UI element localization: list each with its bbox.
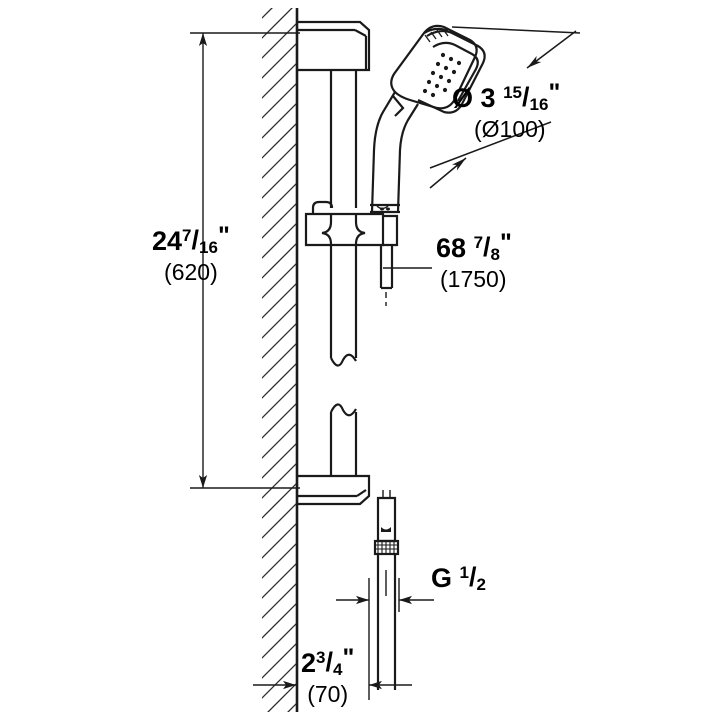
head-diameter-metric: (Ø100) [474,116,546,142]
hose-connector [373,490,400,690]
thread-size-label: G 1/2 [431,562,486,594]
wall-projection-numerator: 3 [316,648,326,667]
rail-height-numerator: 7 [182,226,192,245]
wall-projection-metric: (70) [307,681,349,707]
shower-rail [329,70,358,476]
head-diameter-prefix: Ø [452,83,474,113]
hose-length-inch-mark: " [500,229,512,257]
head-diameter-whole: 3 [480,83,496,113]
rail-height-slash: / [191,225,200,255]
shower-hose-upper [379,245,394,306]
head-diameter-denominator: 16 [529,95,549,114]
upper-wall-bracket [297,20,371,72]
head-diameter-numerator: 15 [503,83,522,102]
head-diameter-slash: / [522,82,530,112]
hose-length-metric: (1750) [440,266,507,292]
head-diameter-label: Ø 3 15/16" (Ø100) [452,79,560,143]
thread-size-denominator: 2 [476,575,486,594]
wall-projection-inch-mark: " [342,644,355,672]
wall-projection-denominator: 4 [333,660,343,679]
rail-height-dimension-lines [190,32,300,489]
hose-length-whole: 68 [436,233,467,263]
hose-length-denominator: 8 [490,245,501,264]
thread-size-slash: / [469,562,477,592]
head-diameter-leader-lines [429,26,581,189]
rail-height-whole: 24 [152,226,183,256]
rail-height-inch-mark: " [217,222,230,250]
thread-size-numerator: 1 [459,563,469,582]
hose-length-numerator: 7 [473,233,484,252]
rail-height-denominator: 16 [199,238,218,257]
hose-length-label: 68 7/8" (1750) [436,229,512,293]
wall-projection-slash: / [325,647,334,677]
hose-length-slash: / [483,232,491,262]
hand-shower [370,24,486,214]
thread-size-letter: G [431,563,453,593]
wall-projection-dimension-lines [253,612,412,700]
lower-wall-bracket [297,474,371,506]
head-diameter-inch-mark: " [548,79,561,107]
rail-height-label: 247/16" (620) [152,222,230,286]
wall-section [262,8,299,712]
rail-height-metric: (620) [164,259,218,285]
wall-projection-whole: 2 [301,648,317,678]
thread-size-dimension-lines [336,570,434,612]
slider-holder [304,200,399,247]
wall-projection-label: 23/4" (70) [301,644,354,708]
